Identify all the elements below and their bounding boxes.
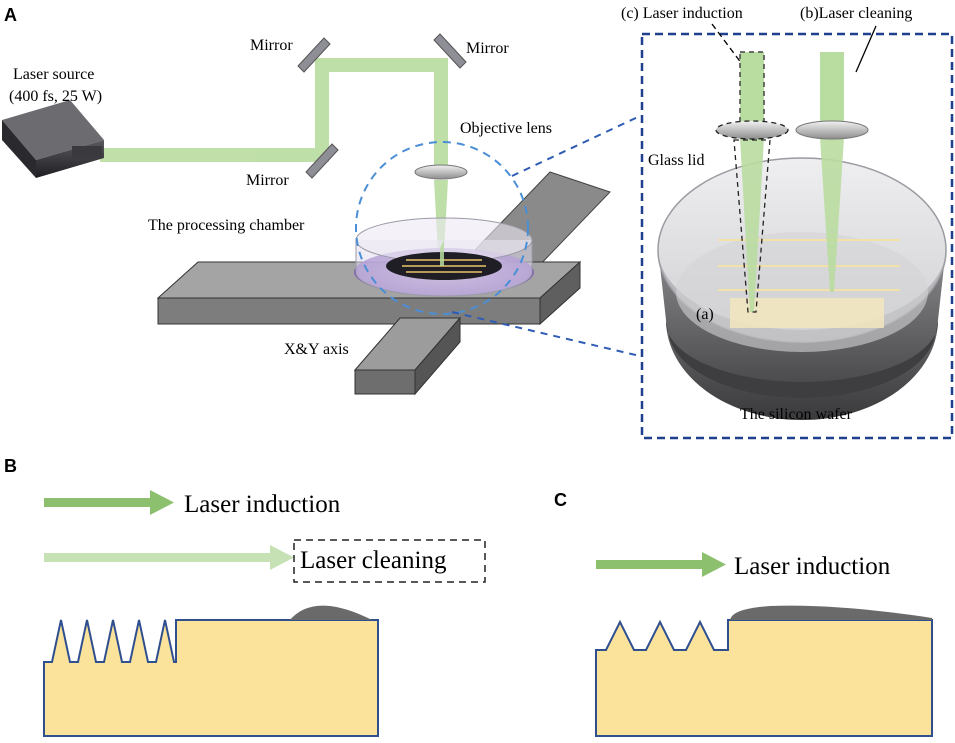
panel-b-cleaning-label: Laser cleaning: [300, 547, 447, 574]
region-a-label: (a): [696, 306, 714, 323]
inset-laser-cleaning-label: (b)Laser cleaning: [800, 5, 912, 22]
silicon-wafer-label: The silicon wafer: [740, 406, 853, 423]
substrate-b: [43, 605, 379, 737]
objective-lens-label: Objective lens: [460, 120, 552, 137]
panel-label-a: A: [4, 5, 17, 25]
laser-cleaning-box: [293, 539, 486, 583]
panel-c-induction-label: Laser induction: [734, 553, 891, 580]
objective-lens: [414, 164, 468, 180]
panel-b-induction-label: Laser induction: [184, 491, 341, 518]
processing-chamber-label: The processing chamber: [148, 217, 305, 234]
laser-source-label: Laser source: [13, 66, 94, 83]
zoom-indicator: [355, 141, 529, 315]
processing-chamber: [354, 217, 534, 297]
mirror-top-left: [297, 37, 331, 73]
deposit-c: [730, 605, 932, 620]
inset-leader-lines: [711, 23, 877, 73]
mirror-bottom: [305, 143, 339, 179]
laser-source-box: [2, 100, 104, 178]
inset-laser-induction-label: (c) Laser induction: [621, 5, 743, 22]
inset-frame: [640, 32, 954, 440]
inset-lens-cleaning: [795, 120, 869, 140]
panel-label-c: C: [554, 490, 567, 510]
zoom-connector-lines: [451, 115, 641, 357]
substrate-c: [595, 605, 933, 737]
glass-lid-label: Glass lid: [648, 152, 704, 169]
inset-dish: [657, 157, 947, 420]
inset-beam-cleaning: [820, 52, 844, 292]
laser-source-specs: (400 fs, 25 W): [9, 88, 102, 105]
mirror-label-bottom: Mirror: [246, 172, 289, 189]
arrow-laser-induction-b: [44, 490, 174, 515]
mirror-label-top-right: Mirror: [466, 40, 509, 57]
deposit-b: [290, 605, 372, 620]
arrow-laser-induction-c: [596, 552, 726, 577]
xy-axis-label: X&Y axis: [284, 341, 349, 358]
panel-label-b: B: [4, 456, 17, 476]
mirror-label-top-left: Mirror: [250, 37, 293, 54]
arrow-laser-cleaning-b: [44, 545, 294, 570]
laser-beam-path: [100, 58, 448, 252]
inset-beam-induction: [733, 51, 771, 313]
mirror-top-right: [433, 33, 467, 69]
inset-lens-induction: [715, 120, 789, 140]
